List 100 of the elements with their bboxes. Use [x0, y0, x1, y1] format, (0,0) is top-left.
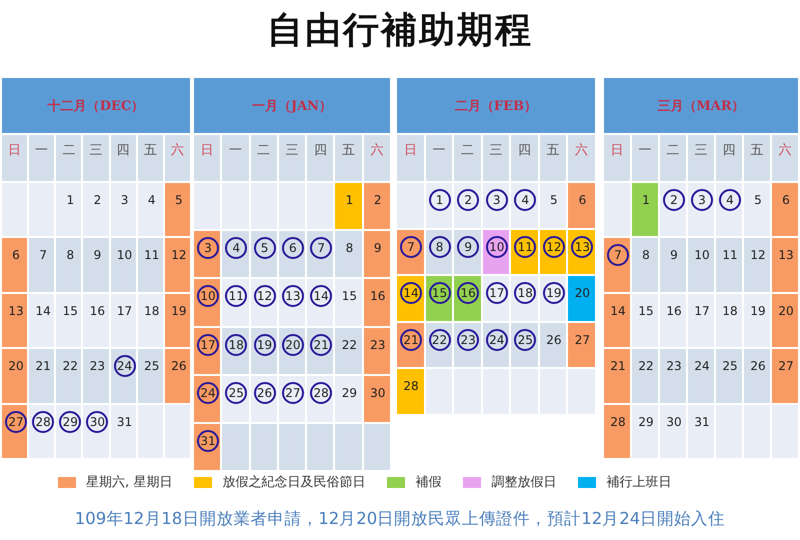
weekday-label: 日 [610, 142, 624, 159]
weekday-label: 二 [460, 142, 474, 159]
weekday-label: 四 [722, 142, 736, 159]
circled-day-number: 21 [310, 334, 332, 356]
circled-day-number: 22 [428, 328, 451, 351]
day-cell [660, 183, 686, 236]
day-number: 13 [7, 302, 25, 320]
circled-day-number: 7 [400, 236, 422, 258]
day-number: 30 [665, 414, 683, 431]
day-cell [540, 183, 566, 228]
day-cell [278, 328, 306, 374]
circled-day-number: 17 [197, 334, 219, 356]
day-number: 26 [749, 358, 767, 376]
day-number: 22 [62, 358, 79, 376]
day-number: 15 [340, 288, 358, 306]
day-number: 1 [641, 192, 651, 209]
weekday-cell [56, 135, 82, 181]
day-cell [138, 294, 163, 348]
day-cell [511, 322, 538, 368]
day-cell [56, 183, 82, 236]
day-cell [364, 376, 390, 422]
month-header: 十二月（DEC） [2, 78, 190, 133]
day-cell [540, 322, 566, 368]
weekday-label: 四 [314, 142, 327, 159]
day-number: 16 [665, 302, 683, 320]
circled-day-number: 11 [225, 285, 248, 308]
day-number: 23 [665, 358, 683, 376]
day-number: 21 [34, 358, 52, 376]
day-cell [83, 404, 109, 458]
day-number: 20 [777, 302, 795, 320]
day-cell [164, 349, 190, 403]
circled-day-number: 20 [282, 334, 304, 356]
weekday-cell [660, 135, 686, 181]
day-cell [2, 349, 28, 403]
weekday-label: 三 [489, 142, 502, 159]
day-cell [511, 230, 538, 274]
day-number: 8 [344, 240, 354, 258]
circled-day-number: 15 [428, 282, 451, 304]
circled-day-number: 4 [514, 189, 536, 211]
day-number: 7 [38, 247, 48, 264]
weekday-cell [29, 135, 54, 181]
circled-day-number: 12 [254, 285, 276, 308]
day-number: 15 [62, 302, 79, 320]
circled-day-number: 10 [486, 236, 508, 258]
day-cell [250, 231, 277, 278]
circled-day-number: 18 [225, 334, 248, 356]
day-cell [482, 183, 510, 228]
circled-day-number: 24 [486, 328, 508, 351]
day-cell [138, 183, 163, 236]
day-cell [307, 376, 334, 422]
weekday-label: 日 [404, 142, 417, 159]
day-number: 26 [170, 358, 188, 376]
circled-day-number: 13 [571, 236, 594, 258]
day-cell [335, 183, 362, 230]
day-cell [568, 183, 595, 228]
day-number: 28 [402, 378, 420, 396]
weekday-cell [194, 135, 220, 181]
day-cell [744, 294, 770, 348]
day-cell [222, 376, 249, 422]
day-cell [2, 238, 28, 292]
day-cell [307, 231, 334, 278]
day-cell [364, 183, 390, 230]
day-number: 29 [637, 414, 655, 431]
day-cell [511, 276, 538, 321]
circled-day-number: 4 [225, 237, 248, 260]
day-cell [688, 294, 714, 348]
day-cell [56, 294, 82, 348]
day-cell [335, 376, 362, 422]
day-cell [772, 183, 798, 236]
day-number: 27 [574, 332, 592, 349]
day-cell [482, 276, 510, 321]
day-cell [222, 328, 249, 374]
circled-day-number: 5 [254, 237, 276, 260]
day-cell [604, 349, 630, 403]
day-number: 12 [749, 247, 767, 264]
day-number: 22 [637, 358, 655, 376]
day-cell [744, 349, 770, 403]
day-cell [250, 328, 277, 374]
day-number: 6 [11, 247, 21, 264]
month-header: 三月（MAR） [604, 78, 798, 133]
weekday-cell [568, 135, 595, 181]
day-number: 25 [721, 358, 739, 376]
day-cell [568, 322, 595, 368]
day-cell [138, 238, 163, 292]
day-number: 27 [777, 358, 795, 376]
circled-day-number: 8 [428, 236, 451, 258]
weekday-label: 一 [638, 142, 652, 159]
day-cell [772, 238, 798, 292]
day-number: 15 [637, 302, 655, 320]
day-number: 11 [143, 247, 160, 264]
day-number: 18 [721, 302, 739, 320]
day-cell [110, 404, 136, 458]
day-cell [364, 279, 390, 326]
day-cell [604, 404, 630, 458]
weekday-label: 六 [778, 142, 792, 159]
day-number: 16 [88, 302, 106, 320]
circled-day-number: 3 [486, 189, 508, 211]
day-number: 24 [693, 358, 711, 376]
weekday-cell [222, 135, 249, 181]
day-cell [568, 230, 595, 274]
